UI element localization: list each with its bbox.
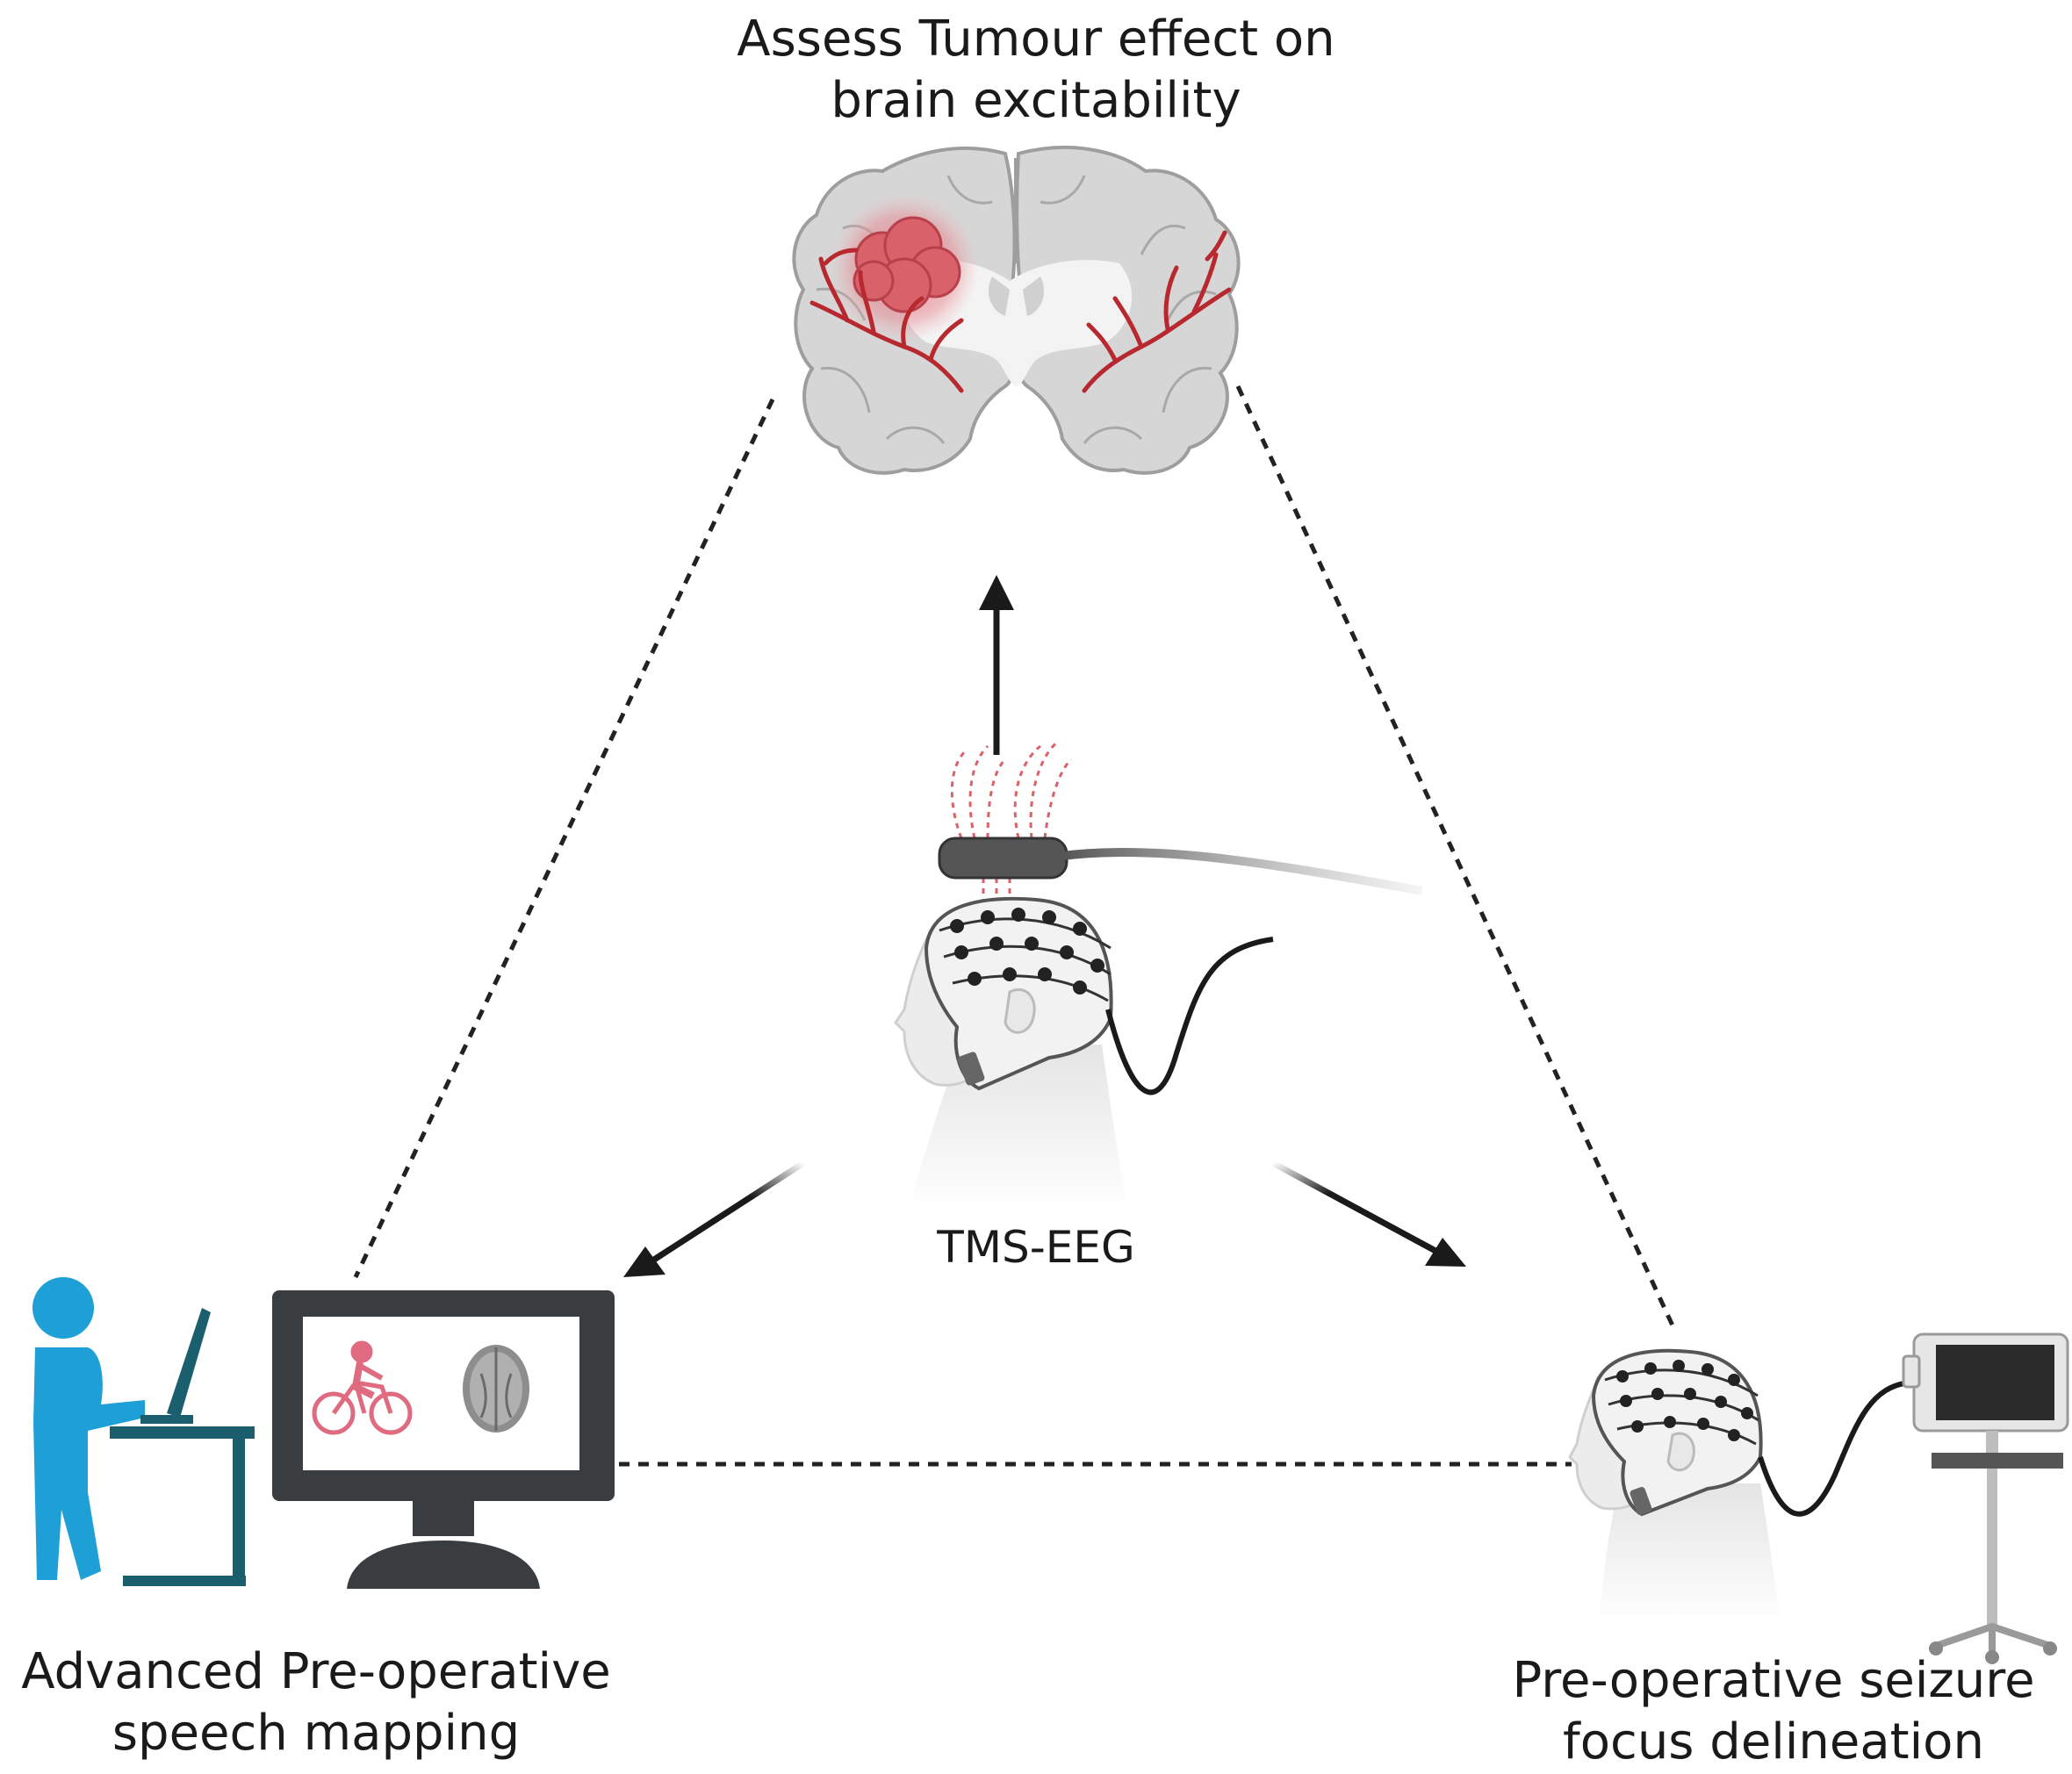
cart-monitor-knob [1902, 1354, 1921, 1389]
label-speech-mapping-line2: speech mapping [112, 1705, 521, 1762]
right-eeg-cable [1758, 1380, 1910, 1517]
arrow-left-head [623, 1246, 665, 1277]
right-head-neck [1598, 1483, 1782, 1624]
right-chin-strap [1630, 1486, 1652, 1516]
person-at-desk-and-monitor-icon [32, 1277, 615, 1589]
arrow-right [1271, 1160, 1437, 1254]
label-seizure-focus-line1: Pre-operative seizure [1512, 1652, 2035, 1709]
dashed-connectors [353, 384, 1675, 1467]
cart-pole-upper [1986, 1431, 1998, 1453]
cart-monitor-screen [1936, 1345, 2054, 1420]
coronal-brain-with-tumour-icon [792, 145, 1241, 475]
ear [1004, 988, 1036, 1034]
label-seizure-focus: Pre-operative seizure focus delineation [1457, 1650, 2072, 1773]
label-speech-mapping-line1: Advanced Pre-operative [21, 1643, 611, 1700]
small-monitor [167, 1308, 211, 1418]
ventricle-left [988, 277, 1010, 316]
arrow-left [652, 1160, 805, 1262]
magnetic-field-lines [950, 740, 1073, 909]
person-body [33, 1347, 145, 1580]
eeg-head-with-monitor-cart-icon [1568, 1332, 2069, 1664]
head-neck [909, 1045, 1128, 1211]
cart-pole [1987, 1469, 1997, 1627]
tms-coil-cable [1061, 847, 1423, 895]
title-assess-tumour-line1: Assess Tumour effect on [737, 11, 1335, 68]
keyboard [140, 1415, 193, 1424]
eeg-cable [1105, 937, 1274, 1095]
label-speech-mapping: Advanced Pre-operative speech mapping [0, 1641, 632, 1764]
chin-strap [957, 1052, 985, 1086]
eeg-electrodes [950, 908, 1104, 995]
arrows [623, 575, 1466, 1277]
connector-top-right [1235, 384, 1675, 1327]
title-assess-tumour: Assess Tumour effect on brain excitabili… [597, 9, 1475, 132]
monitor-screen [303, 1317, 579, 1470]
connector-top-left [353, 398, 775, 1279]
cart-base [1932, 1623, 2054, 1658]
ventricle-right [1023, 277, 1045, 316]
monitor-base [347, 1541, 540, 1589]
cyclist-icon [312, 1340, 413, 1435]
person-head [32, 1277, 94, 1339]
right-eeg-electrodes [1616, 1360, 1753, 1441]
tms-coil [938, 837, 1068, 880]
desk-foot [123, 1576, 246, 1586]
desk-leg [233, 1426, 245, 1584]
right-ear [1666, 1432, 1695, 1472]
monitor-neck [413, 1501, 474, 1536]
blood-vessels [809, 230, 1232, 393]
title-assess-tumour-line2: brain excitability [831, 72, 1241, 129]
cart-keyboard-tray [1932, 1453, 2063, 1469]
desk-top [110, 1426, 255, 1439]
arrow-right-head [1425, 1238, 1466, 1267]
cart-wheels [1929, 1641, 2057, 1664]
label-seizure-focus-line2: focus delineation [1563, 1713, 1984, 1770]
arrow-up-head [979, 575, 1014, 610]
tms-coil-and-eeg-cap-head-icon [894, 740, 1423, 1211]
label-tms-eeg: TMS-EEG [937, 1222, 1135, 1273]
tumour-mass [853, 216, 961, 313]
axial-brain-scan-icon [463, 1345, 529, 1433]
